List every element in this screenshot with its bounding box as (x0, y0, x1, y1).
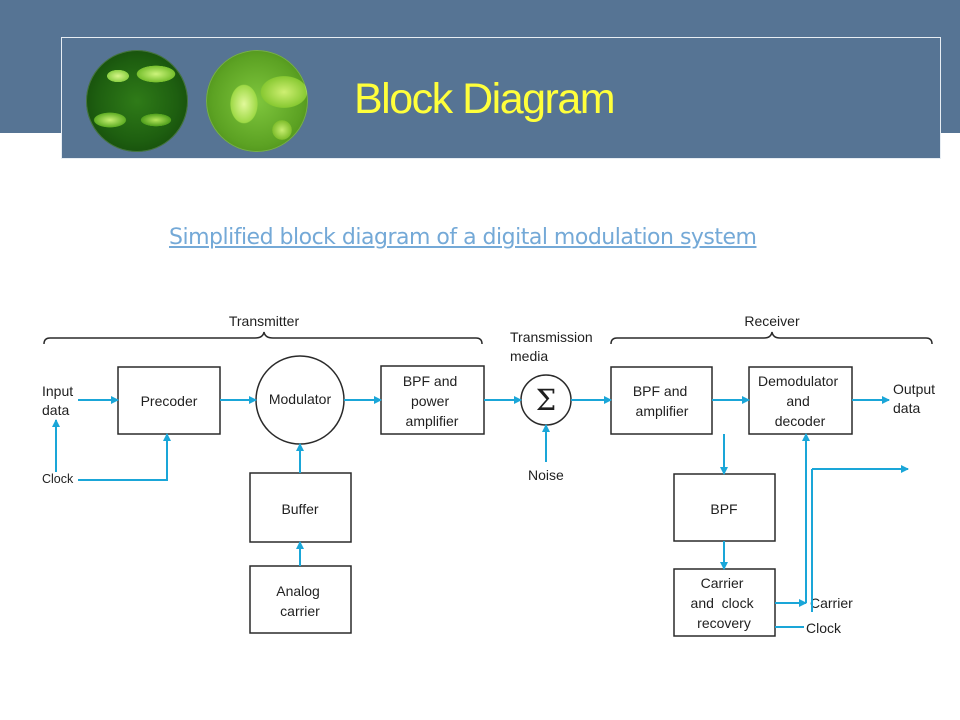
transmitter-brace (43, 331, 483, 345)
bpf-amplifier-line-2: amplifier (636, 403, 689, 419)
demodulator-decoder-block (748, 366, 853, 435)
buffer-label: Buffer (281, 501, 318, 517)
input-data-line-1: Input (42, 383, 73, 399)
bpf-power-amplifier-label: BPF and power amplifier (403, 373, 461, 429)
output-data-line-1: Output (893, 381, 935, 397)
bpf-label: BPF (710, 501, 737, 517)
carrier-clock-recovery-block (673, 568, 776, 637)
analog-carrier-line-1: Analog (276, 583, 320, 599)
slide-title: Block Diagram (354, 75, 616, 123)
diagram-caption-link[interactable]: Simplified block diagram of a digital mo… (169, 225, 757, 250)
demodulator-decoder-line-1: Demodulator (758, 373, 838, 389)
precoder-block (117, 366, 221, 435)
analog-carrier-line-2: carrier (280, 603, 320, 619)
carrier-clock-recovery-line-2: and clock (691, 595, 755, 611)
clock-output-label: Clock (806, 620, 842, 636)
noise-label: Noise (528, 467, 564, 483)
transmission-media-line-1: Transmission (510, 329, 593, 345)
bpf-amplifier-line-1: BPF and (633, 383, 687, 399)
analog-carrier-label: Analog carrier (276, 583, 323, 619)
bpf-amplifier-label: BPF and amplifier (633, 383, 691, 419)
diagram-area: Transmitter Transmission media Receiver … (0, 300, 960, 720)
analog-carrier-block (249, 565, 352, 634)
output-data-line-2: data (893, 400, 920, 416)
bpf-amplifier-block (610, 366, 713, 435)
receiver-label: Receiver (744, 313, 800, 329)
title-panel: Block Diagram (61, 37, 941, 159)
carrier-clock-recovery-line-3: recovery (697, 615, 751, 631)
modulator-label-line-1: Modulator (269, 391, 332, 407)
modulator-label: Modulator (269, 391, 332, 407)
demodulator-decoder-line-2: and (786, 393, 809, 409)
receiver-brace (610, 331, 933, 345)
clock-to-precoder-arrow (78, 433, 171, 481)
demodulator-decoder-line-3: decoder (775, 413, 826, 429)
transmission-media-label: Transmission media (510, 329, 597, 364)
carrier-clock-recovery-label: Carrier and clock recovery (691, 575, 758, 631)
block-diagram: Transmitter Transmission media Receiver … (42, 313, 939, 637)
transmitter-label: Transmitter (229, 313, 300, 329)
leaf-photo-right (206, 50, 308, 152)
precoder-label: Precoder (141, 393, 198, 409)
input-data-line-2: data (42, 402, 69, 418)
transmission-media-line-2: media (510, 348, 548, 364)
sigma-symbol: Σ (536, 383, 557, 417)
demodulator-decoder-label: Demodulator and decoder (758, 373, 842, 429)
carrier-output-label: Carrier (810, 595, 853, 611)
bpf-power-amplifier-line-1: BPF and (403, 373, 457, 389)
leaf-photo-left (86, 50, 188, 152)
input-data-label: Input data (42, 383, 77, 418)
clock-input-label: Clock (42, 472, 74, 486)
buffer-label-line-1: Buffer (281, 501, 318, 517)
bpf-label-line-1: BPF (710, 501, 737, 517)
bpf-power-amplifier-line-2: power (411, 393, 449, 409)
carrier-clock-recovery-line-1: Carrier (701, 575, 744, 591)
output-data-label: Output data (893, 381, 939, 416)
precoder-label-line-1: Precoder (141, 393, 198, 409)
bpf-power-amplifier-line-3: amplifier (406, 413, 459, 429)
